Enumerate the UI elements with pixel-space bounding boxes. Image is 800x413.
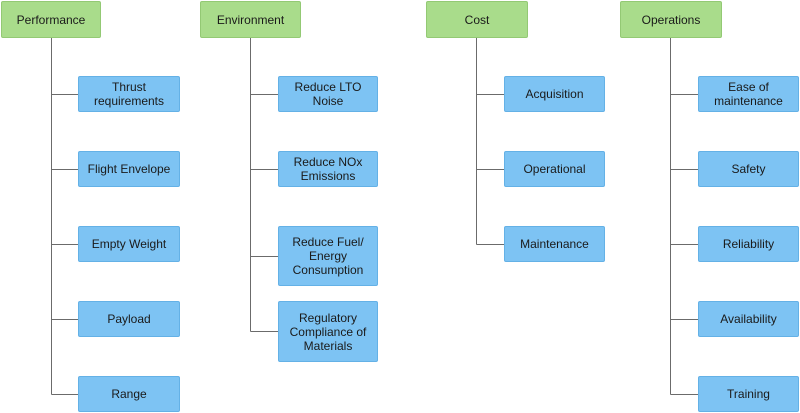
item-reliability: Reliability [698, 226, 799, 262]
item-payload: Payload [78, 301, 180, 337]
item-range: Range [78, 376, 180, 412]
item-training: Training [698, 376, 799, 412]
item-regulatory-compliance-of-materials: Regulatory Compliance of Materials [278, 301, 378, 362]
header-operations: Operations [620, 1, 722, 38]
item-reduce-lto-noise: Reduce LTO Noise [278, 76, 378, 112]
item-operational: Operational [504, 151, 605, 187]
item-availability: Availability [698, 301, 799, 337]
item-reduce-fuel-energy-consumption: Reduce Fuel/ Energy Consumption [278, 226, 378, 286]
item-ease-of-maintenance: Ease of maintenance [698, 76, 799, 112]
header-cost: Cost [426, 1, 528, 38]
header-performance: Performance [1, 1, 101, 38]
item-safety: Safety [698, 151, 799, 187]
item-empty-weight: Empty Weight [78, 226, 180, 262]
item-reduce-nox-emissions: Reduce NOx Emissions [278, 151, 378, 187]
item-acquisition: Acquisition [504, 76, 605, 112]
item-thrust-requirements: Thrust requirements [78, 76, 180, 112]
item-maintenance: Maintenance [504, 226, 605, 262]
item-flight-envelope: Flight Envelope [78, 151, 180, 187]
header-environment: Environment [200, 1, 301, 38]
